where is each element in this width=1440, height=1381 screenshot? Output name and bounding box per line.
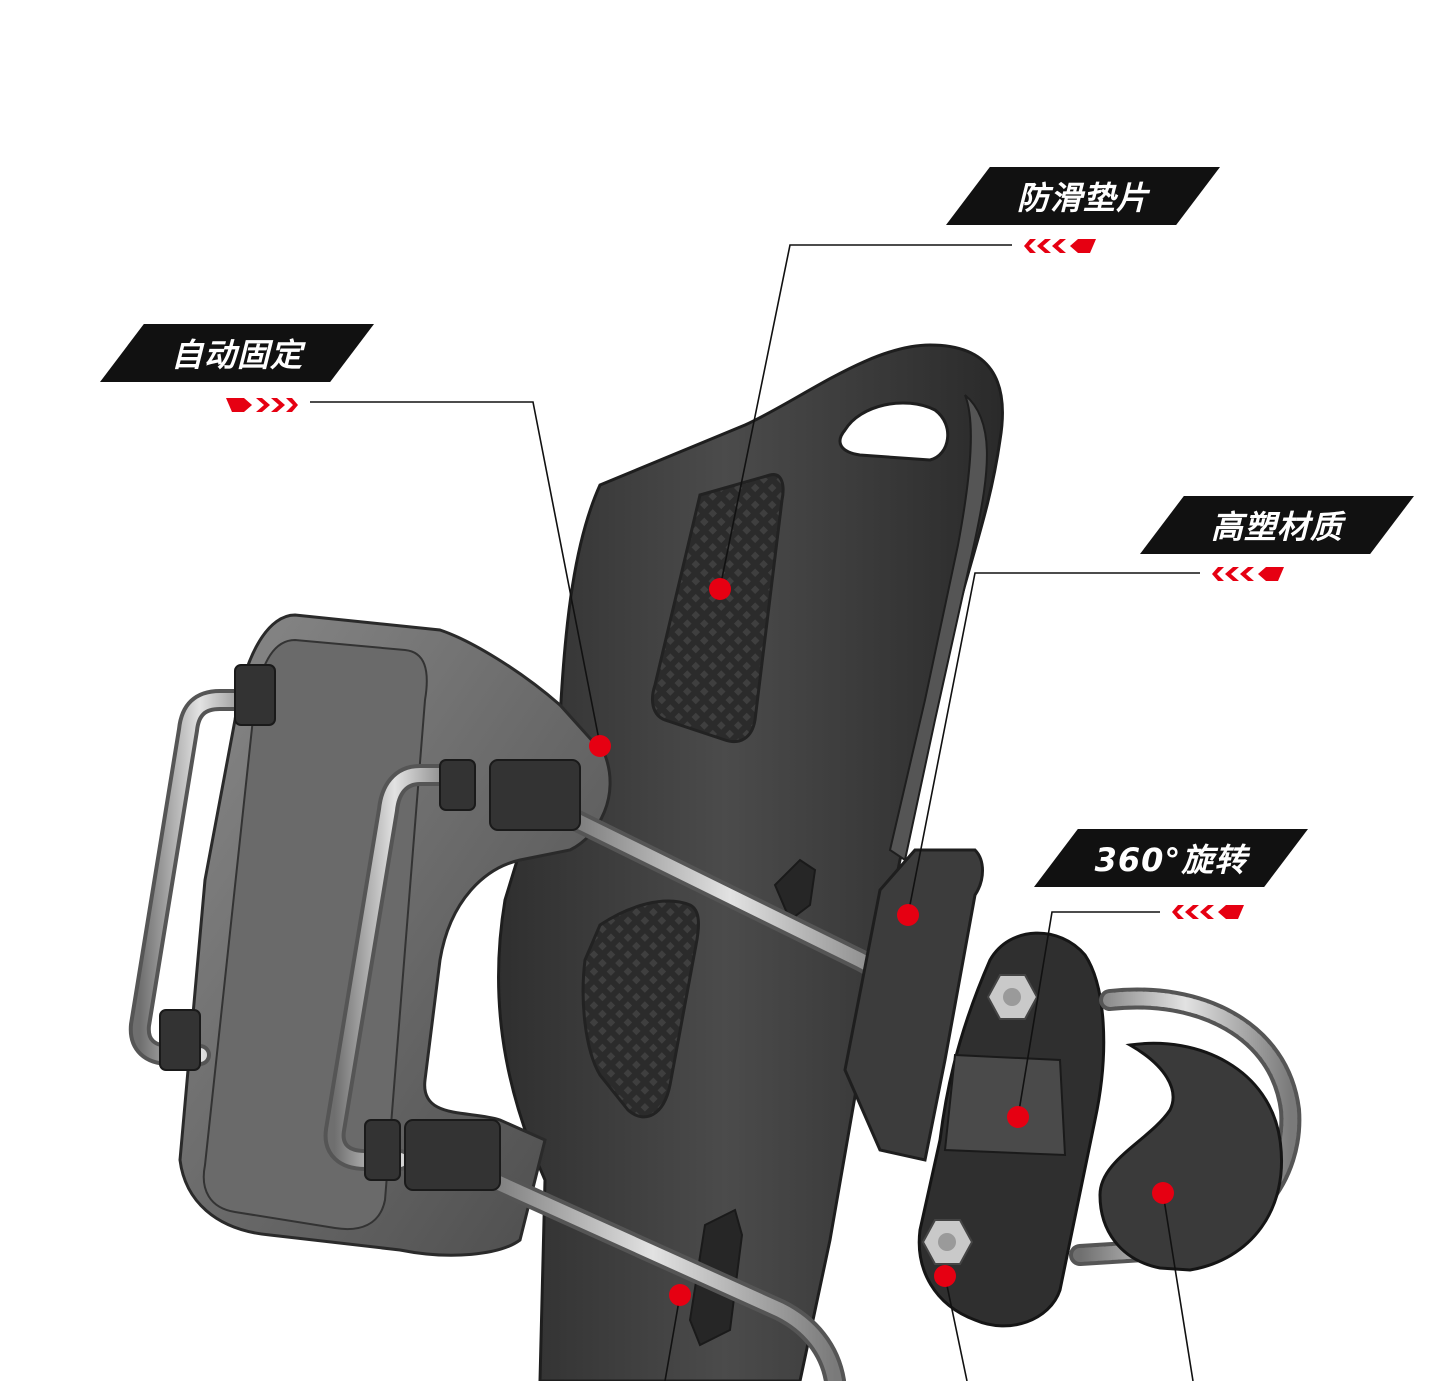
chevrons-icon bbox=[1024, 239, 1096, 253]
chevrons-icon bbox=[1172, 905, 1244, 919]
hotspot-lower-rail[interactable] bbox=[669, 1284, 691, 1306]
callout-high-plastic-label: 高塑材质 bbox=[1210, 508, 1343, 546]
callout-rotation: 360°旋转 bbox=[1034, 829, 1308, 887]
hotspot-dots bbox=[589, 578, 1174, 1306]
anti-slip-pad-upper bbox=[651, 473, 785, 744]
chevrons-icon bbox=[226, 398, 298, 412]
cradle-side-rim bbox=[888, 394, 988, 862]
hotspot-lower-bolt[interactable] bbox=[934, 1265, 956, 1287]
hotspot-auto-lock[interactable] bbox=[589, 735, 611, 757]
anti-slip-pad-lower bbox=[581, 899, 700, 1119]
hex-nut-lower bbox=[921, 1219, 974, 1265]
callout-auto-lock: 自动固定 bbox=[100, 324, 374, 382]
callout-anti-slip-pad-label: 防滑垫片 bbox=[1016, 179, 1149, 217]
callout-auto-lock-label: 自动固定 bbox=[170, 336, 303, 374]
handlebar-clamp-core bbox=[943, 1053, 1067, 1157]
cradle-top-slot bbox=[838, 401, 950, 462]
rotation-joint bbox=[843, 848, 984, 1162]
rail-end-blocks bbox=[159, 664, 581, 1191]
hotspot-bar-clamp[interactable] bbox=[1152, 1182, 1174, 1204]
hex-nut-upper bbox=[986, 974, 1039, 1020]
hotspot-anti-slip-pad[interactable] bbox=[709, 578, 731, 600]
chevrons-icon bbox=[1212, 567, 1284, 581]
hotspot-high-plastic[interactable] bbox=[897, 904, 919, 926]
callout-anti-slip-pad: 防滑垫片 bbox=[946, 167, 1220, 225]
callout-rotation-label: 360°旋转 bbox=[1094, 841, 1248, 879]
callout-high-plastic: 高塑材质 bbox=[1140, 496, 1414, 554]
handlebar-saddle bbox=[1098, 1041, 1283, 1272]
leader-lines bbox=[310, 244, 1200, 1381]
hotspot-rotation[interactable] bbox=[1007, 1106, 1029, 1128]
